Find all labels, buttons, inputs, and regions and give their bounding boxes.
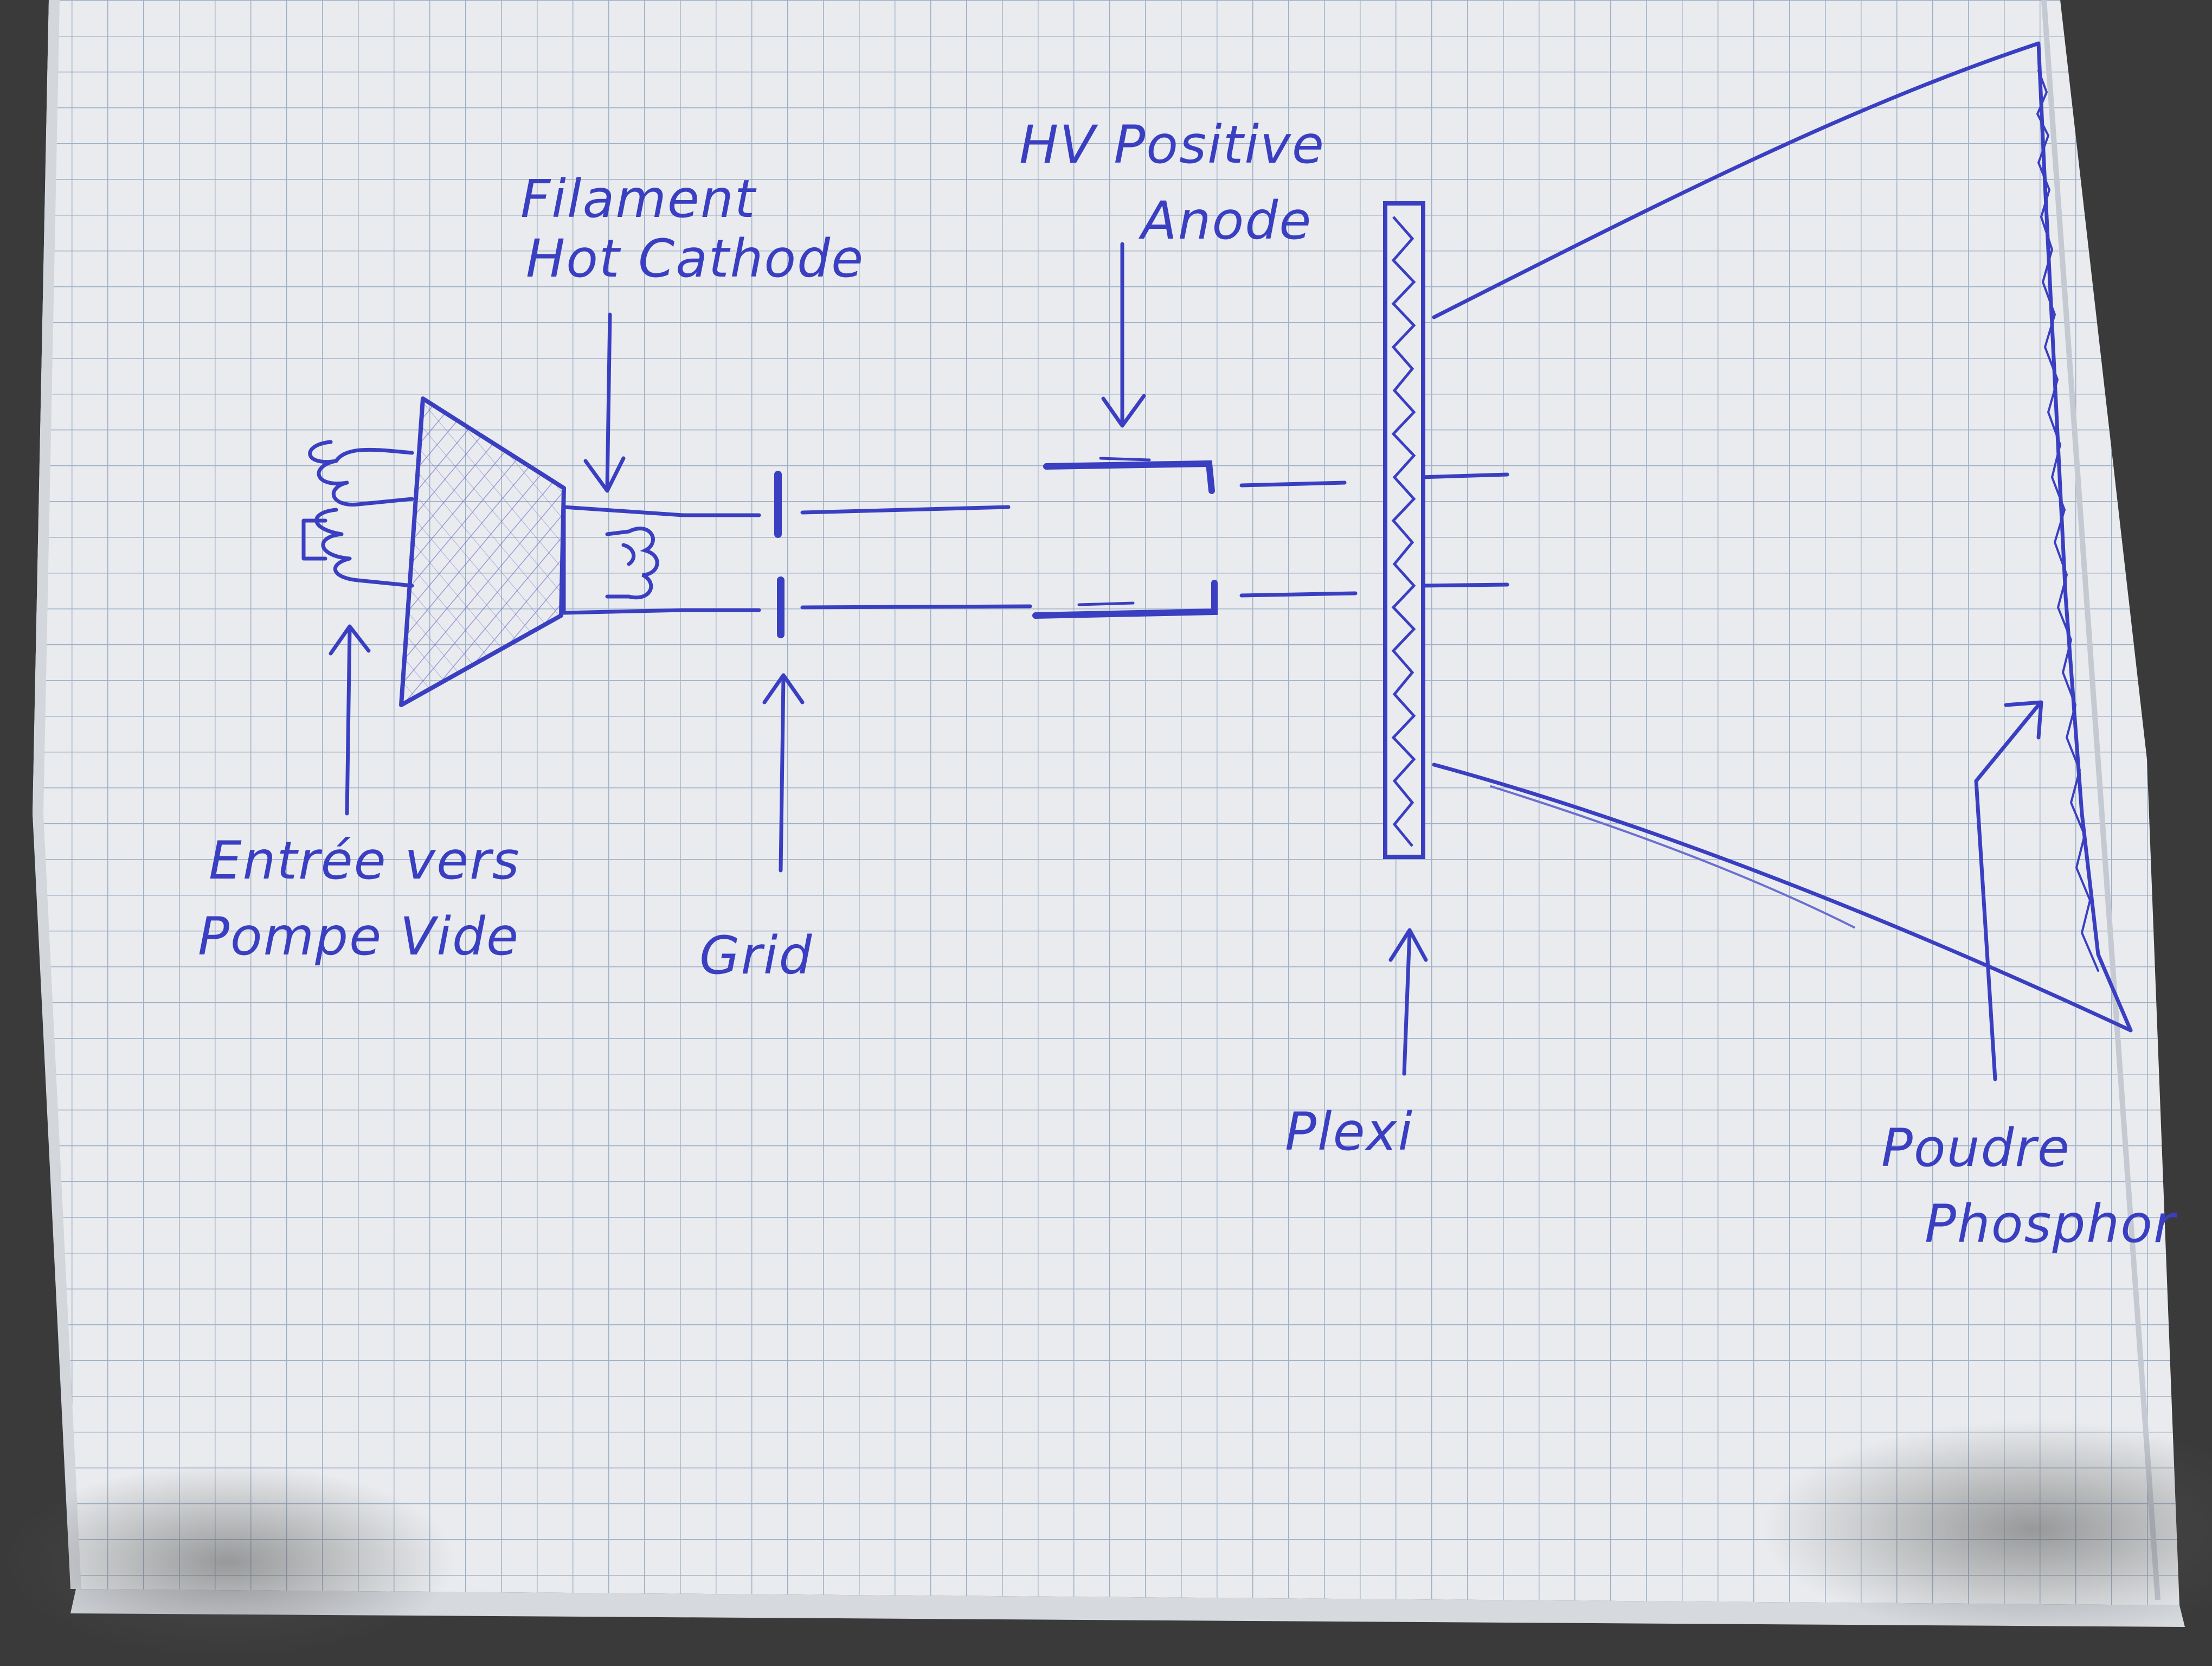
label-phosphor: Phosphor <box>1925 1194 2178 1254</box>
label-pompe-vide: Pompe Vide <box>198 906 519 967</box>
label-grid: Grid <box>699 925 813 986</box>
plexi-plate <box>1385 203 1423 857</box>
label-hot-cathode: Hot Cathode <box>526 228 864 289</box>
label-hv-positive: HV Positive <box>1019 114 1325 175</box>
label-anode: Anode <box>1138 190 1312 251</box>
label-plexi: Plexi <box>1285 1101 1413 1162</box>
label-poudre: Poudre <box>1881 1118 2070 1178</box>
label-entree-vers: Entrée vers <box>209 830 520 891</box>
label-filament: Filament <box>520 169 757 229</box>
